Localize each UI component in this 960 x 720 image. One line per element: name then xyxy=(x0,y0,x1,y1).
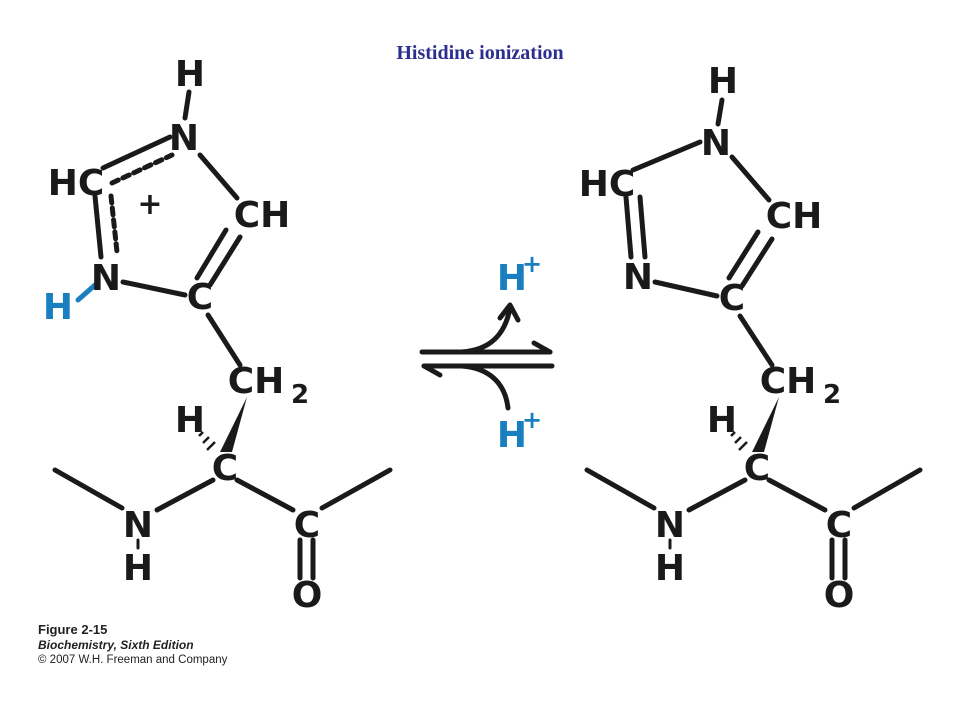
left-alpha-c-label: C xyxy=(212,448,238,489)
right-amide-n-label: N xyxy=(655,505,685,546)
copyright-notice: © 2007 W.H. Freeman and Company xyxy=(38,654,228,666)
r-bond-hc-nbottom-a xyxy=(623,194,634,260)
figure-number: Figure 2-15 xyxy=(38,622,108,637)
left-ntop-label: N xyxy=(169,118,199,159)
proton-uptake-curve xyxy=(459,363,511,411)
bond-nbottom-c xyxy=(120,279,188,298)
wedge-calpha-ch2 xyxy=(220,397,247,452)
left-proton-label: H xyxy=(43,287,73,328)
bond-calpha-c xyxy=(234,477,296,513)
forward-arrow-head xyxy=(531,340,553,355)
right-nbottom-label: N xyxy=(623,257,653,298)
r-bond-ch-c-b xyxy=(739,236,775,289)
r-bond-nbottom-c xyxy=(652,279,720,299)
released-proton-charge: + xyxy=(522,250,542,278)
right-carbonyl-c-label: C xyxy=(826,505,852,546)
taken-proton-label: H xyxy=(497,415,527,456)
right-ch-label: CH xyxy=(766,196,823,237)
proton-release-head xyxy=(497,302,521,323)
left-amide-n-label: N xyxy=(123,505,153,546)
left-hc-label: HC xyxy=(48,163,105,204)
bond-n-calpha xyxy=(154,477,216,513)
right-ntop-label: N xyxy=(701,123,731,164)
book-title: Biochemistry, Sixth Edition xyxy=(38,638,194,652)
right-ch2-label: CH xyxy=(760,361,817,402)
right-ch2-subscript: 2 xyxy=(823,380,841,410)
taken-proton-charge: + xyxy=(522,406,542,434)
r-bond-c-ch2 xyxy=(737,313,775,368)
released-proton-label: H xyxy=(497,258,527,299)
left-ch2-label: CH xyxy=(228,361,285,402)
r-bond-hc-ntop xyxy=(630,139,703,173)
r-bond-hc-nbottom-b xyxy=(637,194,648,260)
r-bond-ch-c-a xyxy=(726,229,761,281)
bond-hc-ntop xyxy=(100,134,173,171)
right-alpha-c-label: C xyxy=(744,448,770,489)
right-ring-c-label: C xyxy=(719,278,745,319)
left-ch-label: CH xyxy=(234,195,291,236)
r-wedge-calpha-ch2 xyxy=(752,397,779,452)
right-alpha-h-label: H xyxy=(707,400,737,441)
protonated-histidine xyxy=(52,89,393,581)
hash-alpha-h xyxy=(198,431,216,451)
right-hc-label: HC xyxy=(579,164,636,205)
figure-title: Histidine ionization xyxy=(396,42,564,64)
r-bond-ntop-h xyxy=(715,97,725,127)
left-alpha-h-label: H xyxy=(175,400,205,441)
proton-release-curve xyxy=(459,305,513,355)
r-bond-backbone-right xyxy=(851,467,923,511)
left-carbonyl-c-label: C xyxy=(294,505,320,546)
bond-ntop-ch xyxy=(197,152,240,201)
left-ring-c-label: C xyxy=(187,277,213,318)
left-nbottom-label: N xyxy=(91,258,121,299)
r-bond-ntop-ch xyxy=(729,154,772,203)
bond-backbone-right xyxy=(319,467,393,511)
bond-ntop-h xyxy=(182,89,192,121)
bond-c-ch2 xyxy=(205,312,243,368)
left-ch2-subscript: 2 xyxy=(291,380,309,410)
bond-hc-nbottom-partial xyxy=(108,193,120,255)
bond-hc-ntop-partial xyxy=(109,152,175,186)
right-carbonyl-o-label: O xyxy=(824,575,855,616)
equilibrium-arrows xyxy=(419,302,555,411)
left-plus-charge: + xyxy=(137,187,162,222)
right-amide-h-label: H xyxy=(655,548,685,589)
r-bond-calpha-c xyxy=(766,477,828,513)
left-amide-h-label: H xyxy=(123,548,153,589)
bond-backbone-left xyxy=(52,467,125,511)
r-hash-alpha-h xyxy=(730,431,748,451)
r-bond-backbone-left xyxy=(584,467,657,511)
bond-proton-n xyxy=(75,282,98,303)
bond-ch-c-a xyxy=(194,227,229,281)
left-carbonyl-o-label: O xyxy=(292,575,323,616)
right-ntop-h-label: H xyxy=(708,61,738,102)
bond-ch-c-b xyxy=(207,234,243,288)
neutral-histidine xyxy=(584,97,923,581)
left-ntop-h-label: H xyxy=(175,54,205,95)
r-bond-n-calpha xyxy=(686,477,748,513)
figure-caption: Figure 2-15 Biochemistry, Sixth Edition … xyxy=(38,622,227,668)
reverse-arrow-head xyxy=(421,363,443,378)
bond-hc-nbottom xyxy=(92,193,104,260)
